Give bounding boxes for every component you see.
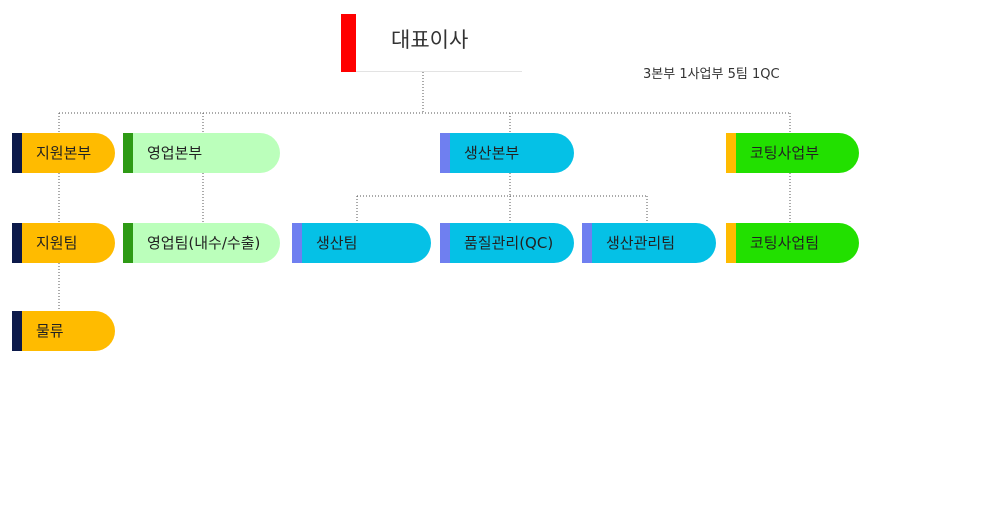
division-coating: 코팅사업부 (726, 133, 859, 173)
division-support-accent (12, 133, 22, 173)
division-support: 지원본부 (12, 133, 115, 173)
team-qc-label: 품질관리(QC) (464, 234, 554, 252)
division-coating-label: 코팅사업부 (750, 144, 820, 162)
team-qc-accent (440, 223, 450, 263)
division-production-label: 생산본부 (464, 144, 520, 162)
ceo-title: 대표이사 (391, 28, 469, 52)
team-qc: 품질관리(QC) (440, 223, 574, 263)
team-production-mgmt-label: 생산관리팀 (606, 234, 676, 252)
division-production: 생산본부 (440, 133, 574, 173)
team-coating-accent (726, 223, 736, 263)
team-coating-label: 코팅사업팀 (750, 234, 820, 252)
team-coating: 코팅사업팀 (726, 223, 859, 263)
division-support-label: 지원본부 (36, 144, 92, 162)
team-support: 지원팀 (12, 223, 115, 263)
team-sales-accent (123, 223, 133, 263)
ceo-accent-bar (341, 14, 356, 72)
team-production-mgmt: 생산관리팀 (582, 223, 716, 263)
team-sales: 영업팀(내수/수출) (123, 223, 280, 263)
ceo-box: 대표이사 (341, 14, 522, 72)
team-support-accent (12, 223, 22, 263)
org-summary: 3본부 1사업부 5팀 1QC (643, 67, 780, 82)
team-logistics: 물류 (12, 311, 115, 351)
division-coating-accent (726, 133, 736, 173)
division-sales-accent (123, 133, 133, 173)
team-production-label: 생산팀 (316, 234, 358, 252)
team-production-accent (292, 223, 302, 263)
team-logistics-accent (12, 311, 22, 351)
division-sales: 영업본부 (123, 133, 280, 173)
team-sales-label: 영업팀(내수/수출) (147, 234, 261, 252)
division-sales-label: 영업본부 (147, 144, 203, 162)
team-production: 생산팀 (292, 223, 431, 263)
team-production-mgmt-accent (582, 223, 592, 263)
division-production-accent (440, 133, 450, 173)
team-support-label: 지원팀 (36, 234, 78, 252)
team-logistics-label: 물류 (36, 322, 64, 340)
